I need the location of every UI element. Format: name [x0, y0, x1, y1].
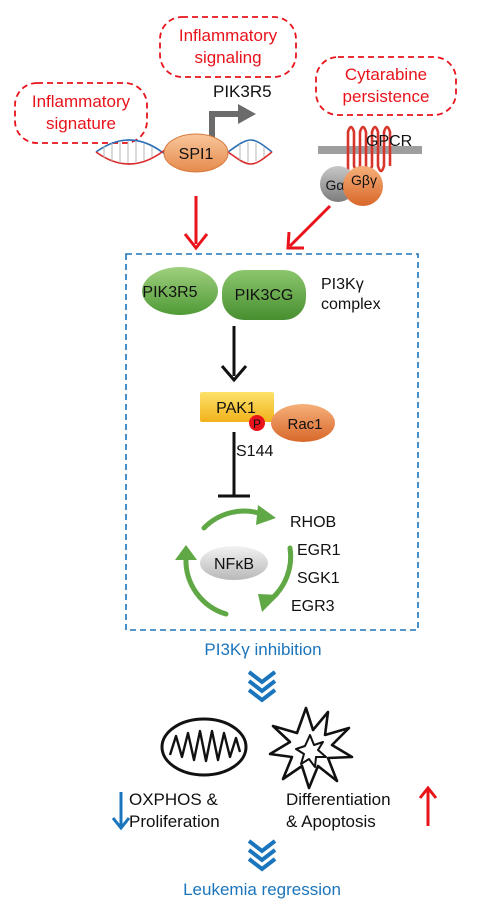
up-arrow-icon [418, 785, 438, 826]
rac1-protein: Rac1 [271, 404, 335, 442]
spi1-to-complex-arrow [183, 196, 209, 251]
rac1-label: Rac1 [287, 416, 322, 433]
gpcr-to-complex-arrow [286, 204, 332, 250]
pik3cg-subunit: PIK3CG [222, 270, 306, 320]
cytarabine-persistence-line1: Cytarabine [345, 65, 427, 84]
cytarabine-persistence-bubble: Cytarabine persistence [315, 56, 457, 116]
pi3kgamma-complex-label-1: PI3Kγ [321, 276, 364, 293]
s144-site-label: S144 [236, 443, 273, 460]
inflammatory-signaling-line1: Inflammatory [179, 26, 278, 45]
cycle-arrowheads [175, 505, 279, 612]
pik3r5-subunit: PIK3R5 [142, 267, 218, 315]
g-betagamma-label: Gβγ [351, 172, 377, 188]
down-chevrons-icon-2 [247, 839, 277, 872]
spi1-protein: SPI1 [163, 133, 229, 173]
pik3r5-subunit-label: PIK3R5 [142, 284, 197, 301]
cytarabine-persistence-line2: persistence [343, 87, 430, 106]
outcome-left-line1: OXPHOS & [129, 790, 218, 809]
transcription-start-arrow-icon [209, 104, 256, 140]
apoptosis-burst-icon [268, 706, 354, 790]
outcome-left-line2: Proliferation [129, 812, 220, 831]
phosphorylation-mark: P [249, 415, 265, 431]
complex-to-pak1-arrow [220, 326, 248, 383]
nfkb-protein: NFκB [200, 546, 268, 580]
inflammatory-signature-bubble: Inflammatory signature [14, 82, 148, 144]
target-egr1: EGR1 [297, 542, 341, 559]
nfkb-label: NFκB [214, 556, 254, 573]
gpcr-label: GPCR [366, 133, 412, 150]
pik3cg-subunit-label: PIK3CG [235, 287, 294, 304]
target-rhob: RHOB [290, 514, 336, 531]
pi3kgamma-complex-label-2: complex [321, 296, 381, 313]
spi1-label: SPI1 [179, 146, 214, 163]
phospho-label: P [253, 417, 261, 431]
pi3kgamma-dashed-box [125, 253, 419, 631]
inflammatory-signature-line1: Inflammatory [32, 92, 131, 111]
target-sgk1: SGK1 [297, 570, 340, 587]
inflammatory-signature-line2: signature [46, 114, 116, 133]
pi3kgamma-inhibition-label: PI3Kγ inhibition [204, 640, 321, 659]
mitochondrion-icon [160, 717, 248, 777]
pak1-protein: PAK1 [200, 392, 274, 422]
down-arrow-icon [111, 792, 131, 831]
pak1-inhibits-nfkb-bar [218, 432, 250, 498]
outcome-right-line2: & Apoptosis [286, 812, 376, 831]
outcome-right-line1: Differentiation [286, 790, 391, 809]
g-alpha-label: Gα [326, 177, 345, 193]
pik3r5-gene-label: PIK3R5 [213, 82, 272, 101]
target-egr3: EGR3 [291, 598, 335, 615]
pak1-label: PAK1 [216, 400, 256, 417]
leukemia-regression-label: Leukemia regression [183, 880, 341, 899]
down-chevrons-icon [247, 670, 277, 703]
g-betagamma-subunit: Gβγ [343, 166, 383, 206]
inflammatory-signaling-line2: signaling [194, 48, 261, 67]
inflammatory-signaling-bubble: Inflammatory signaling [159, 16, 297, 78]
